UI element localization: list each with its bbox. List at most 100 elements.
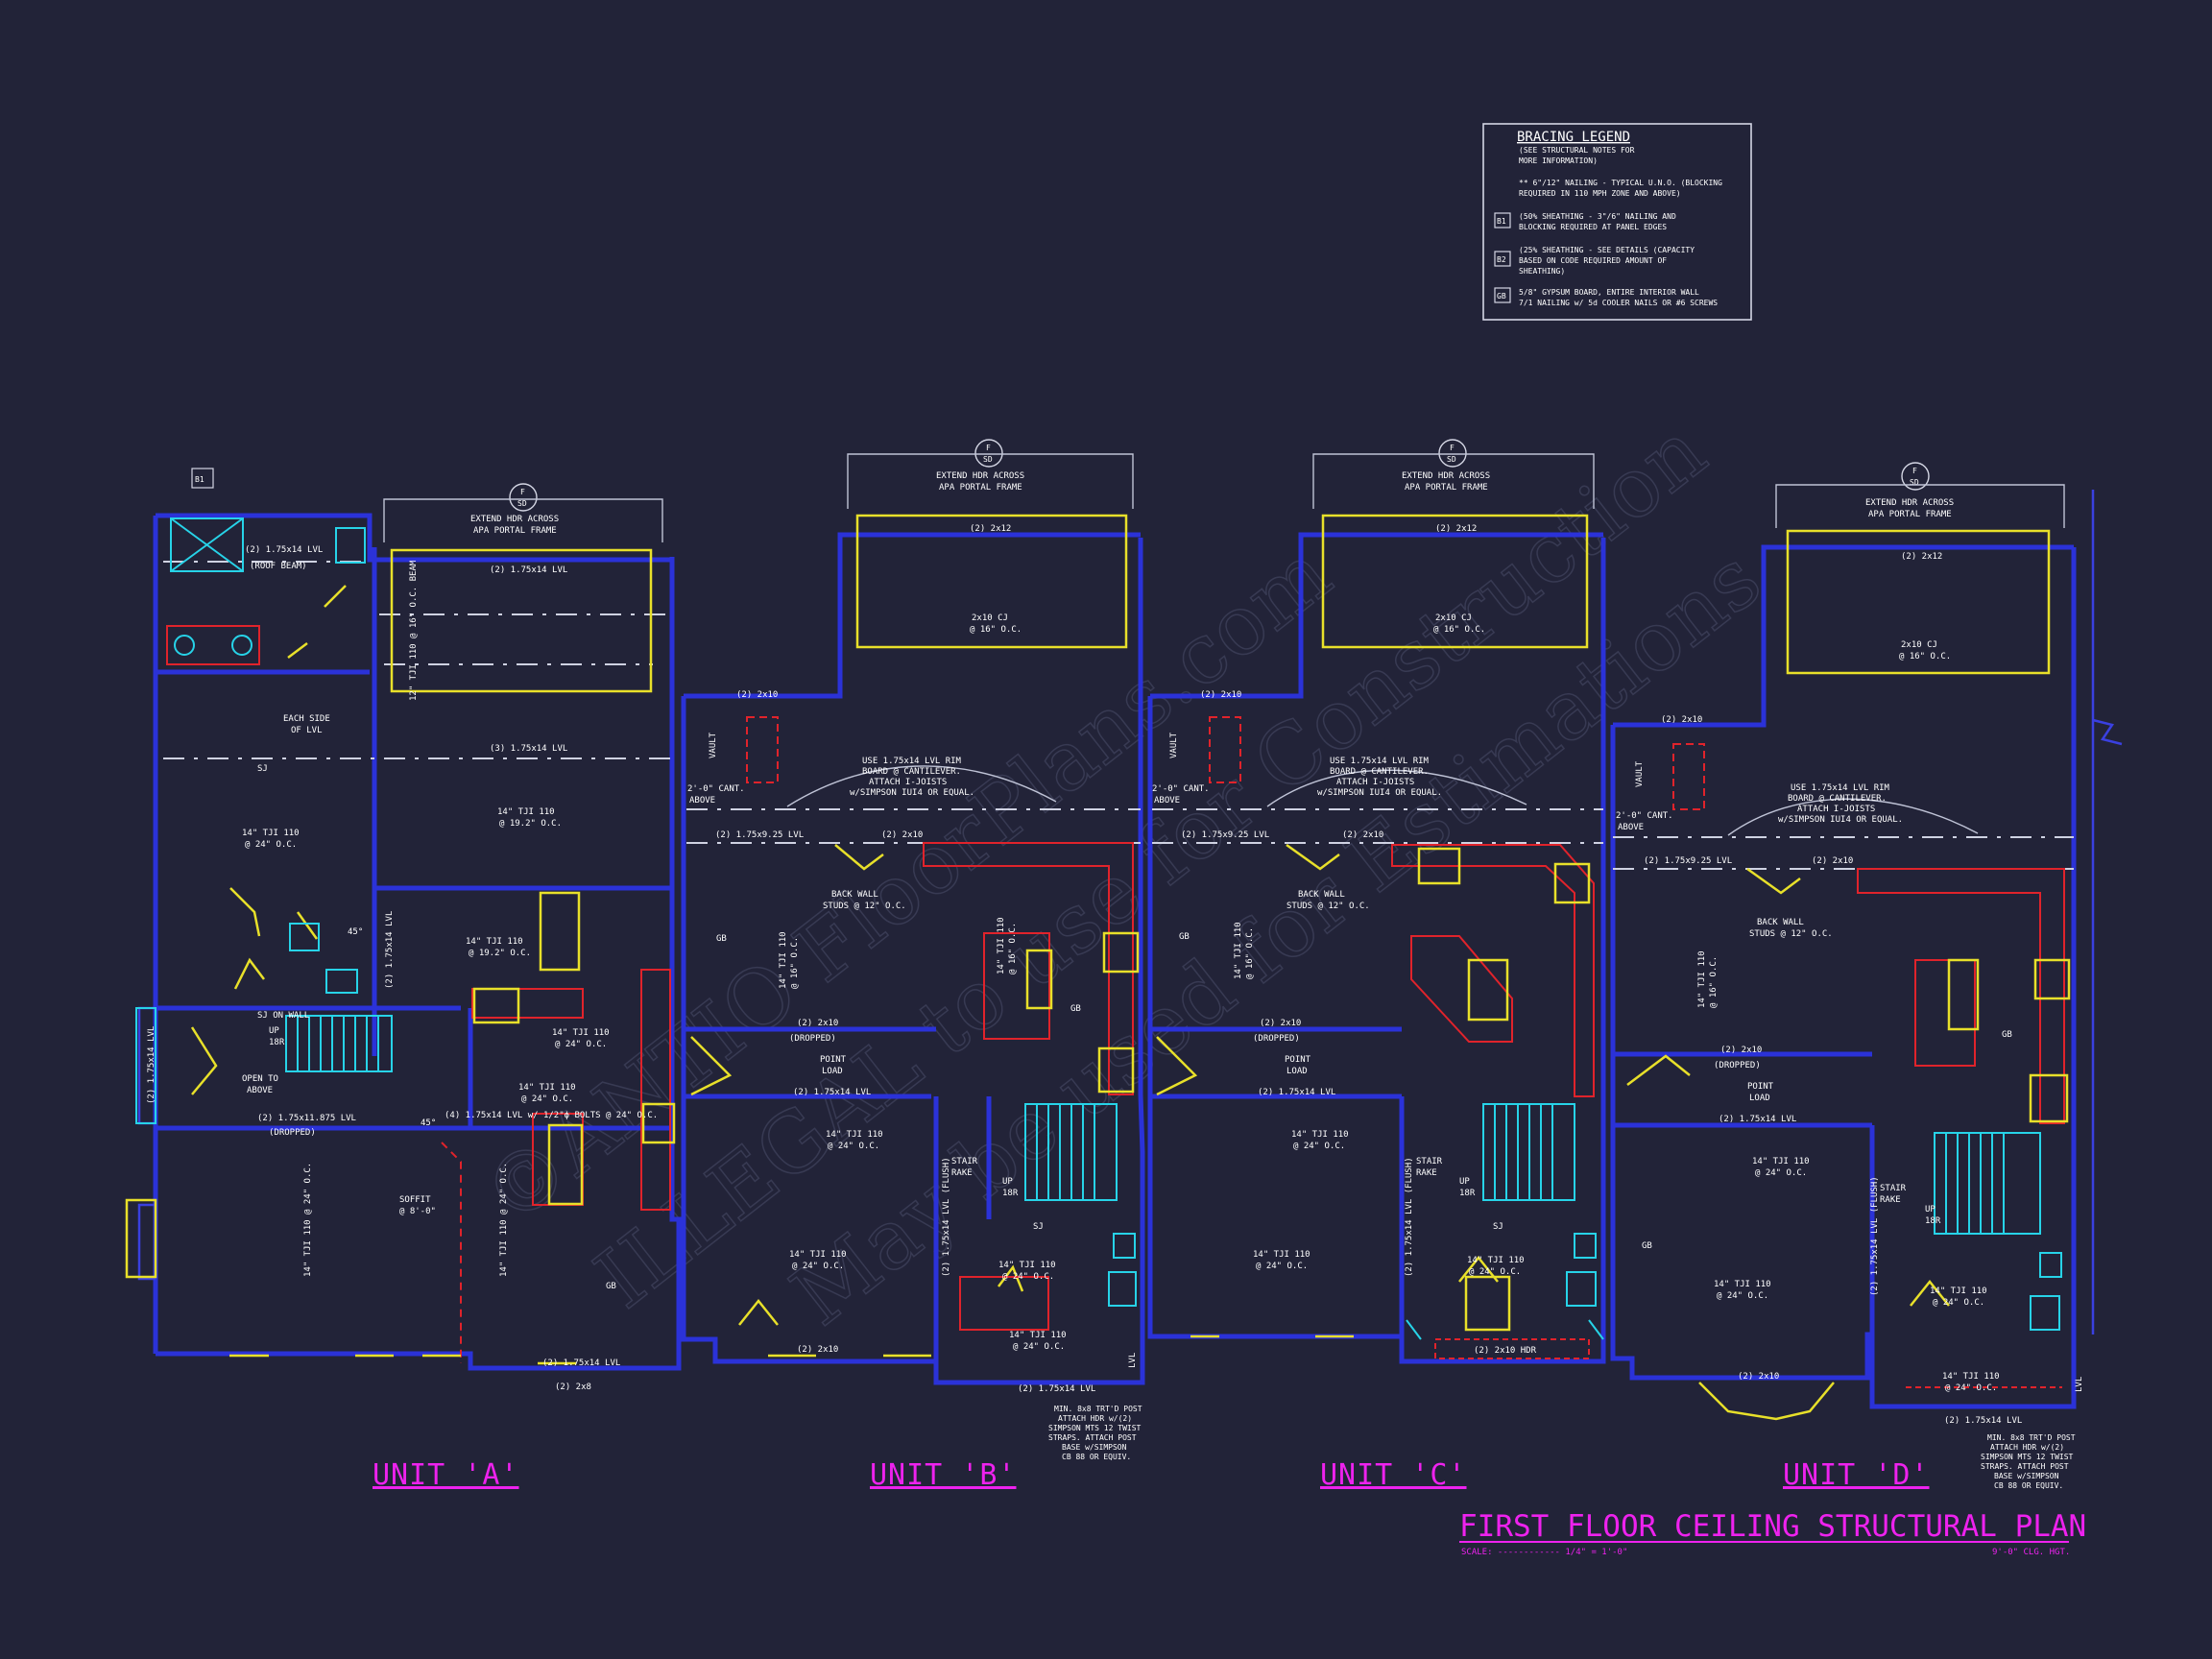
unit-c-joist-4: 14" TJI 110 — [1253, 1250, 1310, 1260]
unit-b-counter — [923, 842, 1134, 1095]
unit-c-rim-1: USE 1.75x14 LVL RIM — [1330, 757, 1430, 766]
legend-b1-symbol — [1494, 212, 1511, 228]
unit-b-point-1: POINT — [820, 1055, 847, 1065]
unit-c-porch-note-2: APA PORTAL FRAME — [1405, 483, 1488, 493]
unit-c-point-1: POINT — [1285, 1055, 1311, 1065]
unit-b-flush: (2) 1.75x14 LVL (FLUSH) — [942, 1157, 951, 1277]
unit-a-each-side-2: OF LVL — [291, 726, 323, 735]
drawing-title: FIRST FLOOR CEILING STRUCTURAL PLAN — [1459, 1509, 2086, 1544]
legend-b1-line-b: BLOCKING REQUIRED AT PANEL EDGES — [1519, 223, 1667, 231]
unit-d-dropped: (DROPPED) — [1714, 1061, 1761, 1070]
unit-c-rim-3: ATTACH I-JOISTS — [1336, 778, 1414, 787]
unit-b-fridge — [1097, 1046, 1135, 1094]
unit-c-island — [1410, 935, 1513, 1043]
legend-b2-line-a: (25% SHEATHING - SEE DETAILS (CAPACITY — [1519, 246, 1695, 254]
unit-a-detail-bottom: SD — [517, 499, 527, 508]
unit-c-label: UNIT 'C' — [1320, 1458, 1467, 1492]
legend-subtitle-2: MORE INFORMATION) — [1519, 156, 1598, 165]
unit-b-joist-6b: @ 24" O.C. — [1013, 1342, 1065, 1352]
unit-b-label: UNIT 'B' — [870, 1458, 1017, 1492]
unit-b-vault: VAULT — [709, 732, 718, 758]
unit-c-lvl-hdr: (2) 1.75x9.25 LVL — [1181, 830, 1269, 840]
legend-b2-line-b: BASED ON CODE REQUIRED AMOUNT OF — [1519, 256, 1667, 265]
unit-a-tj-lvl: 12" TJI 110 @ 16" O.C. BEAM — [409, 560, 419, 701]
unit-a-joist-2b: @ 19.2" O.C. — [499, 819, 562, 829]
unit-c-porch-note-1: EXTEND HDR ACROSS — [1402, 471, 1490, 481]
unit-a-porch-beam — [390, 548, 653, 693]
unit-a-closet-doors — [229, 887, 319, 940]
unit-a-joist-3b: @ 19.2" O.C. — [469, 949, 531, 958]
unit-a-soffit-2: @ 8'-0" — [399, 1207, 436, 1216]
unit-a-sj: SJ — [257, 764, 268, 774]
unit-d-joist-6: 14" TJI 110 — [1942, 1372, 2000, 1382]
unit-b-cj-2: @ 16" O.C. — [970, 625, 1022, 635]
unit-d-detail-bubble — [1901, 462, 1930, 491]
unit-a-each-side-1: EACH SIDE — [283, 714, 330, 724]
unit-d-post-4: STRAPS. ATTACH POST — [1981, 1462, 2069, 1471]
legend-b2-tag: B2 — [1497, 255, 1506, 264]
unit-b-rim-1: USE 1.75x14 LVL RIM — [862, 757, 962, 766]
unit-b-rim-4: w/SIMPSON IUI4 OR EQUAL. — [850, 788, 974, 798]
ceiling-height: 9'-0" CLG. HGT. — [1992, 1548, 2070, 1557]
unit-d-plan: (2) 2x10 VAULT 2'-0" CANT. ABOVE USE 1.7… — [1610, 490, 2123, 1490]
unit-c-fridge — [1417, 847, 1461, 885]
unit-a-window — [135, 1007, 156, 1124]
unit-a-vanity — [166, 625, 260, 665]
unit-a-plan: B1 (2) 1.75x14 LVL (ROOF BEAM) (2) 1.75x… — [125, 468, 682, 1392]
unit-d-hdr-2x10b: (2) 2x10 — [1812, 856, 1853, 866]
unit-c-plan: (2) 2x10 VAULT 2'-0" CANT. ABOVE USE 1.7… — [1147, 514, 1606, 1364]
unit-a-lvl-bot: (2) 1.75x14 LVL — [542, 1358, 620, 1368]
unit-d-hdr-2x10c: (2) 2x10 — [1720, 1046, 1762, 1055]
unit-d-island-stools — [1947, 958, 1980, 1031]
unit-b-plan: (2) 2x10 VAULT 2'-0" CANT. ABOVE USE 1.7… — [681, 514, 1145, 1461]
legend-b1-line-a: (50% SHEATHING - 3"/6" NAILING AND — [1519, 212, 1676, 221]
unit-b-cj-1: 2x10 CJ — [972, 613, 1008, 623]
bracing-legend: BRACING LEGEND (SEE STRUCTURAL NOTES FOR… — [1482, 123, 1752, 321]
unit-a-detail-bubble — [509, 483, 538, 512]
unit-b-hdr-2x10: (2) 2x10 — [736, 690, 778, 700]
unit-a-sink-2 — [231, 635, 252, 656]
unit-a-soffit-1: SOFFIT — [399, 1195, 431, 1205]
unit-c-porch-header: (2) 2x12 — [1435, 524, 1477, 534]
unit-c-cj-2: @ 16" O.C. — [1433, 625, 1485, 635]
unit-a-joist-6: 14" TJI 110 @ 24" O.C. — [303, 1163, 313, 1277]
unit-b-porch-note-1: EXTEND HDR ACROSS — [936, 471, 1024, 481]
unit-d-post-2: ATTACH HDR w/(2) — [1990, 1443, 2064, 1452]
unit-d-joist-5b: @ 24" O.C. — [1933, 1298, 1984, 1308]
unit-a-joist-2: 14" TJI 110 — [497, 807, 555, 817]
unit-c-detail-bubble — [1438, 439, 1467, 468]
unit-a-lvl-top: (2) 1.75x14 LVL — [245, 545, 323, 555]
unit-c-cj-1: 2x10 CJ — [1435, 613, 1472, 623]
unit-a-windows-bottom — [229, 1354, 576, 1365]
unit-d-counter — [1857, 868, 2065, 1124]
unit-a-angle-1: 45° — [348, 927, 363, 937]
unit-c-posts — [1406, 1319, 1604, 1340]
unit-d-lvl-dropped: (2) 1.75x14 LVL — [1719, 1115, 1796, 1124]
unit-c-hdr-2x10c: (2) 2x10 — [1260, 1019, 1301, 1028]
unit-d-lvl: LVL — [2075, 1377, 2084, 1392]
unit-d-rim-2: BOARD @ CANTILEVER. — [1788, 794, 1887, 804]
unit-b-doors — [690, 844, 1024, 1326]
unit-d-vault-window — [1672, 743, 1705, 810]
unit-d-joist-1b: @ 16" O.C. — [1709, 956, 1719, 1008]
unit-c-stair-treads — [1494, 1104, 1553, 1200]
legend-frame — [1482, 123, 1752, 321]
unit-d-porch-note-2: APA PORTAL FRAME — [1868, 510, 1952, 519]
unit-b-post-5: BASE w/SIMPSON — [1062, 1443, 1127, 1452]
unit-a-doors — [190, 585, 347, 1095]
unit-c-counter — [1391, 844, 1595, 1097]
unit-b-hdr-2x10b: (2) 2x10 — [881, 830, 923, 840]
unit-b-stair-treads — [1036, 1104, 1095, 1200]
unit-c-hdr-2x10: (2) 2x10 — [1200, 690, 1241, 700]
unit-c-rim-4: w/SIMPSON IUI4 OR EQUAL. — [1317, 788, 1442, 798]
unit-c-stair-2: RAKE — [1416, 1168, 1437, 1178]
unit-b-porch-header: (2) 2x12 — [970, 524, 1011, 534]
unit-b-post-6: CB 88 OR EQUIV. — [1062, 1453, 1131, 1461]
unit-d-porch-beam — [1786, 529, 2051, 675]
unit-c-lvl-dropped: (2) 1.75x14 LVL — [1258, 1088, 1335, 1097]
unit-d-joist-4: 14" TJI 110 — [1714, 1280, 1771, 1289]
unit-c-toilet — [1574, 1233, 1597, 1259]
unit-b-toilet — [1113, 1233, 1136, 1259]
unit-c-range — [1553, 862, 1591, 904]
